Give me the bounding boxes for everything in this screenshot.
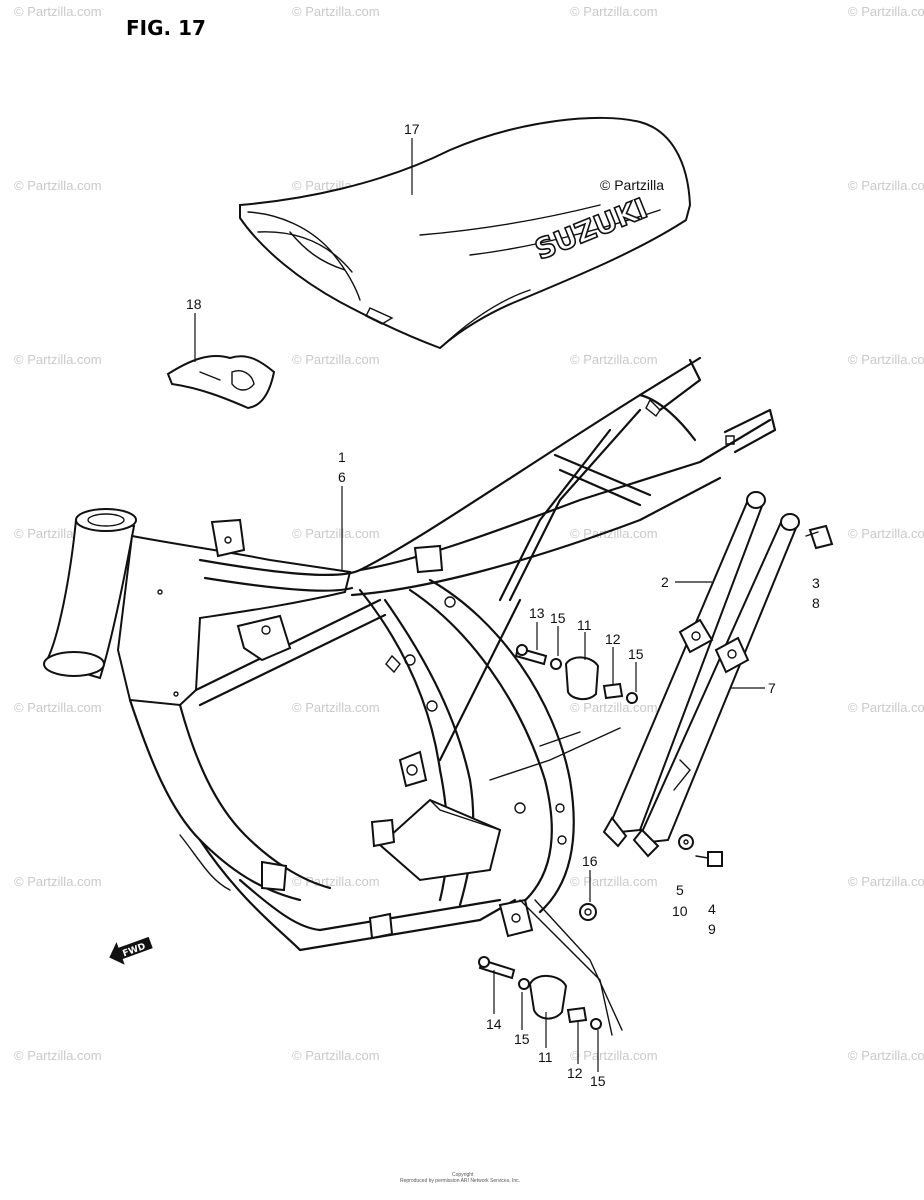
watermark: © Partzilla.com <box>14 1048 102 1063</box>
watermark: © Partzilla.com <box>292 874 380 889</box>
callout-15: 15 <box>514 1031 530 1047</box>
forward-arrow-label: FWD <box>121 942 147 959</box>
watermark: © Partzilla.com <box>14 4 102 19</box>
watermark: © Partzilla.com <box>570 4 658 19</box>
watermark: © Partzilla.com <box>848 352 924 367</box>
callout-12: 12 <box>567 1065 583 1081</box>
callout-2: 2 <box>661 574 669 590</box>
forward-arrow-icon: FWD <box>109 936 153 965</box>
watermark: © Partzilla.com <box>292 352 380 367</box>
watermark: © Partzilla.com <box>848 700 924 715</box>
callout-15: 15 <box>590 1073 606 1089</box>
callout-13: 13 <box>529 605 545 621</box>
callout-1: 1 <box>338 449 346 465</box>
watermark: © Partzilla.com <box>14 352 102 367</box>
callout-6: 6 <box>338 469 346 485</box>
watermark: © Partzilla.com <box>848 1048 924 1063</box>
figure-title: FIG. 17 <box>126 16 206 40</box>
leader-lines <box>194 138 765 1072</box>
watermark: © Partzilla.com <box>848 178 924 193</box>
callout-4: 4 <box>708 901 716 917</box>
fasteners <box>478 524 834 1030</box>
watermark: © Partzilla.com <box>14 874 102 889</box>
callout-15: 15 <box>550 610 566 626</box>
watermark: © Partzilla.com <box>292 700 380 715</box>
watermark: © Partzilla.com <box>570 700 658 715</box>
callout-labels: 17 18 1 6 2 3 8 7 13 15 11 12 15 5 10 4 … <box>186 121 820 1089</box>
footer-copyright: Copyright <box>452 1172 474 1178</box>
callout-18: 18 <box>186 296 202 312</box>
watermark: © Partzilla.com <box>848 4 924 19</box>
watermark: © Partzilla.com <box>848 526 924 541</box>
watermark: © Partzilla.com <box>570 352 658 367</box>
callout-12: 12 <box>605 631 621 647</box>
callout-11: 11 <box>538 1049 553 1065</box>
watermark: © Partzilla.com <box>848 874 924 889</box>
callout-5: 5 <box>676 882 684 898</box>
callout-7: 7 <box>768 680 776 696</box>
watermark: © Partzilla.com <box>14 700 102 715</box>
callout-17: 17 <box>404 121 420 137</box>
subframe-rails <box>602 491 800 858</box>
watermark: © Partzilla.com <box>570 526 658 541</box>
watermark: © Partzilla.com <box>570 874 658 889</box>
watermark: © Partzilla.com <box>292 4 380 19</box>
callout-11: 11 <box>577 617 592 633</box>
callout-16: 16 <box>582 853 598 869</box>
watermark: © Partzilla.com <box>14 178 102 193</box>
watermark: © Partzilla.com <box>292 1048 380 1063</box>
callout-14: 14 <box>486 1016 502 1032</box>
footer-credit: Reproduced by permission ARI Network Ser… <box>400 1178 520 1184</box>
callout-9: 9 <box>708 921 716 937</box>
watermark: © Partzilla.com <box>570 1048 658 1063</box>
callout-10: 10 <box>672 903 688 919</box>
watermark: © Partzilla.com <box>292 526 380 541</box>
frame-illustration <box>43 356 777 952</box>
callout-15: 15 <box>628 646 644 662</box>
callout-8: 8 <box>812 595 820 611</box>
guide-lines <box>489 727 623 1036</box>
seat-illustration: SUZUKI © Partzilla <box>239 116 692 350</box>
seat-copyright: © Partzilla <box>600 177 664 193</box>
seat-strap-illustration <box>166 354 276 410</box>
callout-3: 3 <box>812 575 820 591</box>
